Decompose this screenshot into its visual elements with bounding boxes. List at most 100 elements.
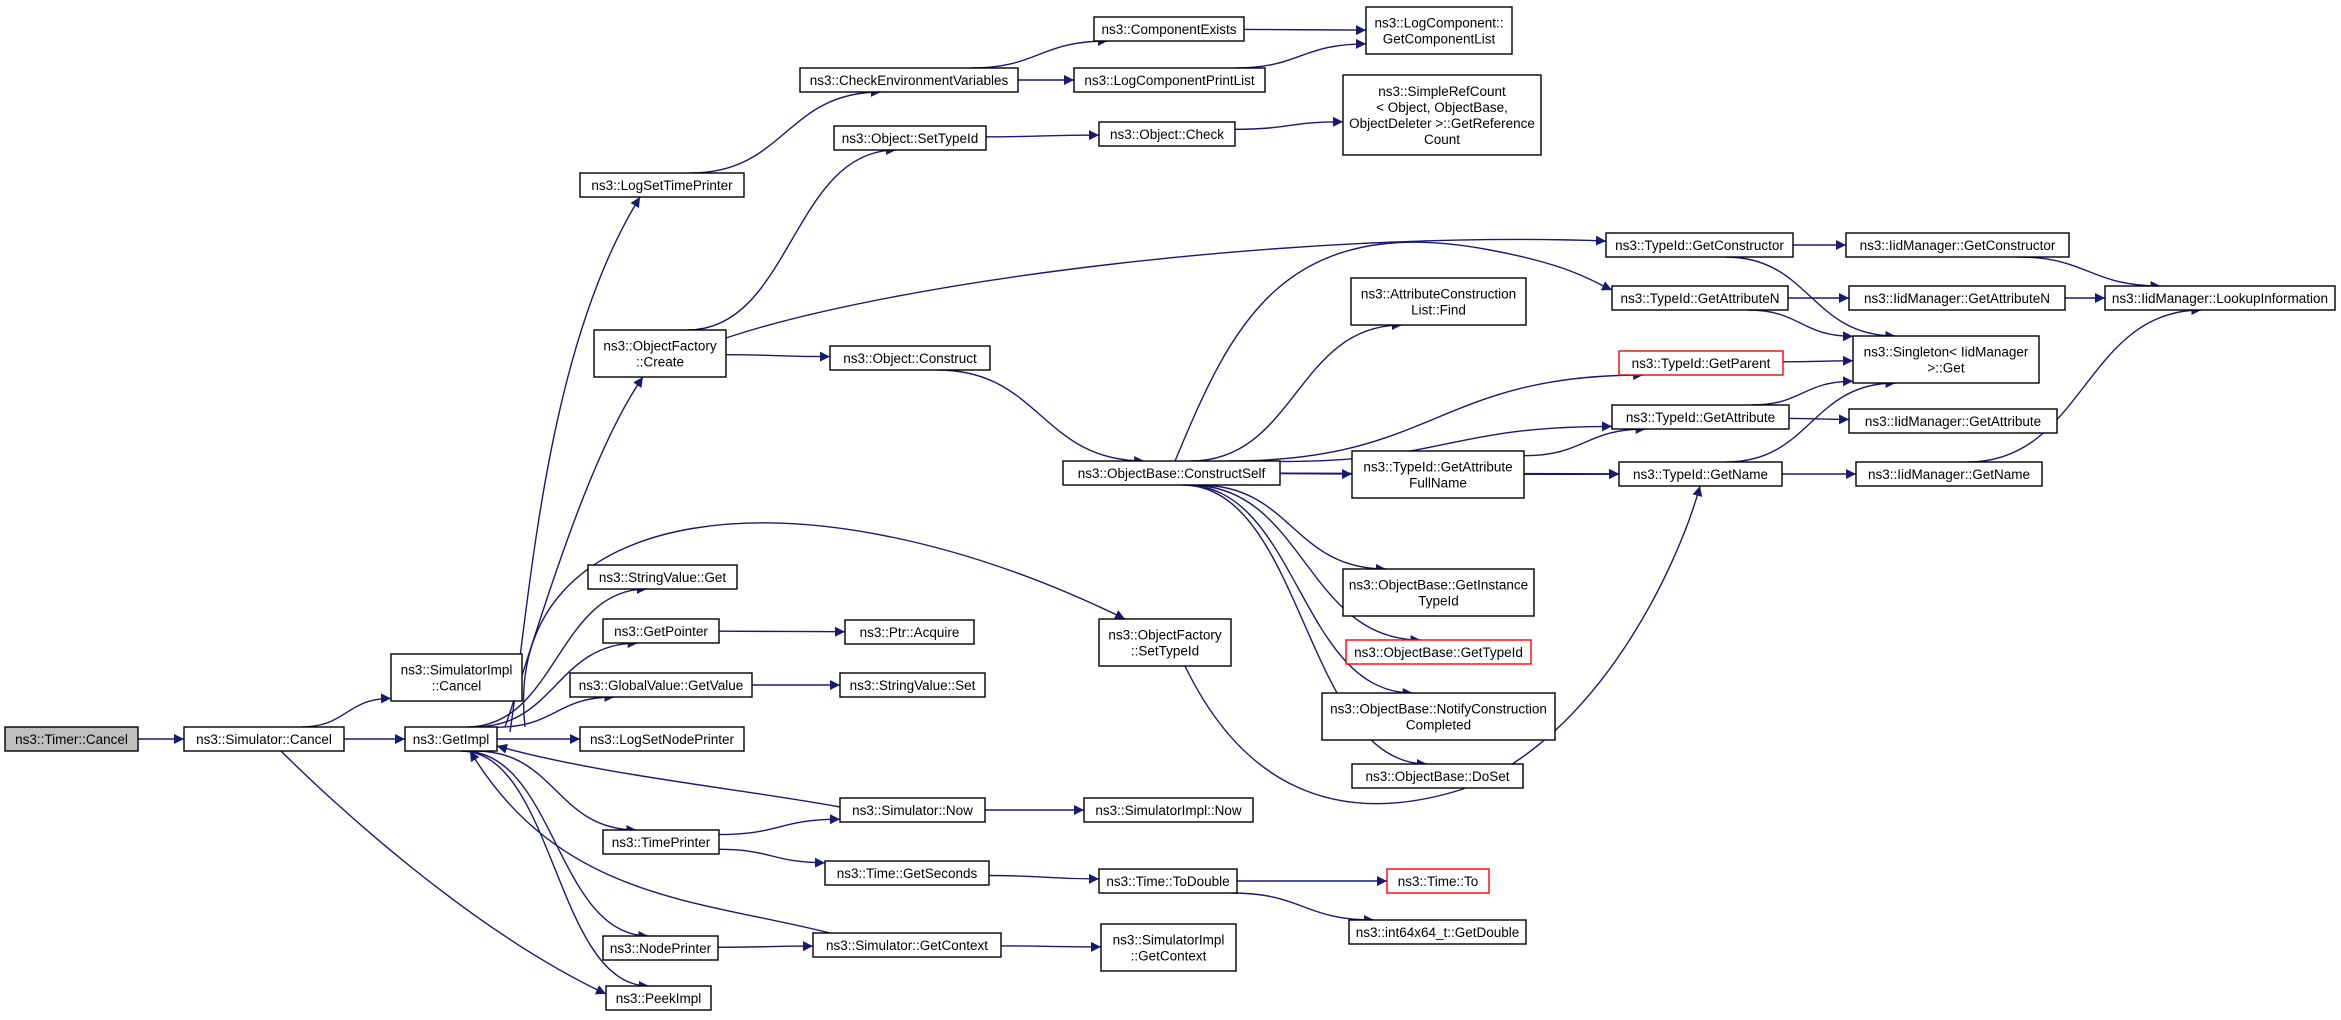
node-obj_check[interactable]: ns3::Object::Check [1098,121,1236,147]
node-box[interactable] [812,932,1002,958]
node-box[interactable] [1618,350,1784,376]
node-lookupinfo[interactable]: ns3::IidManager::LookupInformation [2104,285,2336,311]
node-logcomponentprintlist[interactable]: ns3::LogComponentPrintList [1073,67,1266,93]
node-box[interactable] [1611,285,1789,311]
node-box[interactable] [839,797,986,823]
node-typeid_getparent[interactable]: ns3::TypeId::GetParent [1618,350,1784,376]
node-box[interactable] [602,829,720,855]
node-nodeprinter[interactable]: ns3::NodePrinter [602,935,719,961]
node-getpointer[interactable]: ns3::GetPointer [602,618,720,644]
node-componentexists[interactable]: ns3::ComponentExists [1093,16,1245,42]
node-getimpl[interactable]: ns3::GetImpl [404,726,498,752]
node-box[interactable] [1845,232,2070,258]
node-timer_cancel[interactable]: ns3::Timer::Cancel [4,726,139,752]
node-box[interactable] [1083,797,1254,823]
node-box[interactable] [1611,404,1790,430]
node-box[interactable] [602,935,719,961]
node-box[interactable] [1342,74,1542,156]
node-stringvalue_get[interactable]: ns3::StringValue::Get [587,564,738,590]
node-typeid_getattributen[interactable]: ns3::TypeId::GetAttributeN [1611,285,1789,311]
node-checkenv[interactable]: ns3::CheckEnvironmentVariables [799,67,1019,93]
node-ob_gettypeid[interactable]: ns3::ObjectBase::GetTypeId [1345,639,1532,665]
node-typeid_getconstructor[interactable]: ns3::TypeId::GetConstructor [1605,232,1794,258]
node-objfactory_create[interactable]: ns3::ObjectFactory::Create [593,329,727,378]
node-box[interactable] [404,726,498,752]
node-typeid_getname[interactable]: ns3::TypeId::GetName [1618,461,1783,487]
node-box[interactable] [799,67,1019,93]
node-box[interactable] [4,726,139,752]
node-box[interactable] [1618,461,1783,487]
node-box[interactable] [1098,121,1236,147]
node-box[interactable] [1351,763,1524,789]
node-box[interactable] [1350,277,1527,326]
node-box[interactable] [1073,67,1266,93]
node-box[interactable] [1365,6,1513,55]
node-constructself[interactable]: ns3::ObjectBase::ConstructSelf [1062,460,1281,486]
node-box[interactable] [593,329,727,378]
node-ptr_acquire[interactable]: ns3::Ptr::Acquire [844,619,975,645]
node-box[interactable] [1855,461,2043,487]
node-box[interactable] [2104,285,2336,311]
node-getcomponentlist[interactable]: ns3::LogComponent::GetComponentList [1365,6,1513,55]
node-logsettimeprinter[interactable]: ns3::LogSetTimePrinter [579,172,745,198]
node-simplerefcount[interactable]: ns3::SimpleRefCount< Object, ObjectBase,… [1342,74,1542,156]
node-iid_getattribute[interactable]: ns3::IidManager::GetAttribute [1848,408,2058,434]
node-box[interactable] [1351,450,1525,499]
node-iid_getconstructor[interactable]: ns3::IidManager::GetConstructor [1845,232,2070,258]
node-box[interactable] [1848,408,2058,434]
node-time_getseconds[interactable]: ns3::Time::GetSeconds [824,860,990,886]
node-box[interactable] [1100,923,1237,972]
node-box[interactable] [579,726,745,752]
node-time_to[interactable]: ns3::Time::To [1386,868,1490,894]
node-box[interactable] [833,125,987,151]
node-sim_cancel[interactable]: ns3::Simulator::Cancel [183,726,345,752]
node-box[interactable] [1342,568,1535,617]
node-box[interactable] [1062,460,1281,486]
node-box[interactable] [602,618,720,644]
node-box[interactable] [1093,16,1245,42]
node-box[interactable] [1348,919,1527,945]
node-obj_construct[interactable]: ns3::Object::Construct [829,345,991,371]
node-typeid_getattribute[interactable]: ns3::TypeId::GetAttribute [1611,404,1790,430]
node-box[interactable] [579,172,745,198]
node-globalvalue_getvalue[interactable]: ns3::GlobalValue::GetValue [569,672,753,698]
node-box[interactable] [1605,232,1794,258]
node-singleton_get[interactable]: ns3::Singleton< IidManager>::Get [1852,335,2040,384]
node-box[interactable] [824,860,990,886]
node-box[interactable] [844,619,975,645]
node-box[interactable] [1098,618,1232,667]
node-simimpl_now[interactable]: ns3::SimulatorImpl::Now [1083,797,1254,823]
node-box[interactable] [183,726,345,752]
node-sim_getcontext[interactable]: ns3::Simulator::GetContext [812,932,1002,958]
node-box[interactable] [1321,692,1556,741]
node-box[interactable] [1345,639,1532,665]
node-box[interactable] [587,564,738,590]
node-time_todouble[interactable]: ns3::Time::ToDouble [1098,868,1238,894]
node-peekimpl[interactable]: ns3::PeekImpl [605,985,712,1011]
node-box[interactable] [390,653,523,702]
node-box[interactable] [839,672,986,698]
node-obj_settypeid[interactable]: ns3::Object::SetTypeId [833,125,987,151]
node-stringvalue_set[interactable]: ns3::StringValue::Set [839,672,986,698]
node-box[interactable] [1848,285,2066,311]
node-sim_now[interactable]: ns3::Simulator::Now [839,797,986,823]
node-objfactory_settypeid[interactable]: ns3::ObjectFactory::SetTypeId [1098,618,1232,667]
node-box[interactable] [829,345,991,371]
node-iid_getname[interactable]: ns3::IidManager::GetName [1855,461,2043,487]
node-box[interactable] [605,985,712,1011]
node-iid_getattributen[interactable]: ns3::IidManager::GetAttributeN [1848,285,2066,311]
node-box[interactable] [1386,868,1490,894]
node-logsetnodeprinter[interactable]: ns3::LogSetNodePrinter [579,726,745,752]
node-ob_doset[interactable]: ns3::ObjectBase::DoSet [1351,763,1524,789]
node-box[interactable] [1852,335,2040,384]
node-int64_getdouble[interactable]: ns3::int64x64_t::GetDouble [1348,919,1527,945]
node-simimpl_cancel[interactable]: ns3::SimulatorImpl::Cancel [390,653,523,702]
node-simimpl_getcontext[interactable]: ns3::SimulatorImpl::GetContext [1100,923,1237,972]
node-timeprinter[interactable]: ns3::TimePrinter [602,829,720,855]
node-box[interactable] [1098,868,1238,894]
node-box[interactable] [569,672,753,698]
node-ob_notifyconstruction[interactable]: ns3::ObjectBase::NotifyConstructionCompl… [1321,692,1556,741]
